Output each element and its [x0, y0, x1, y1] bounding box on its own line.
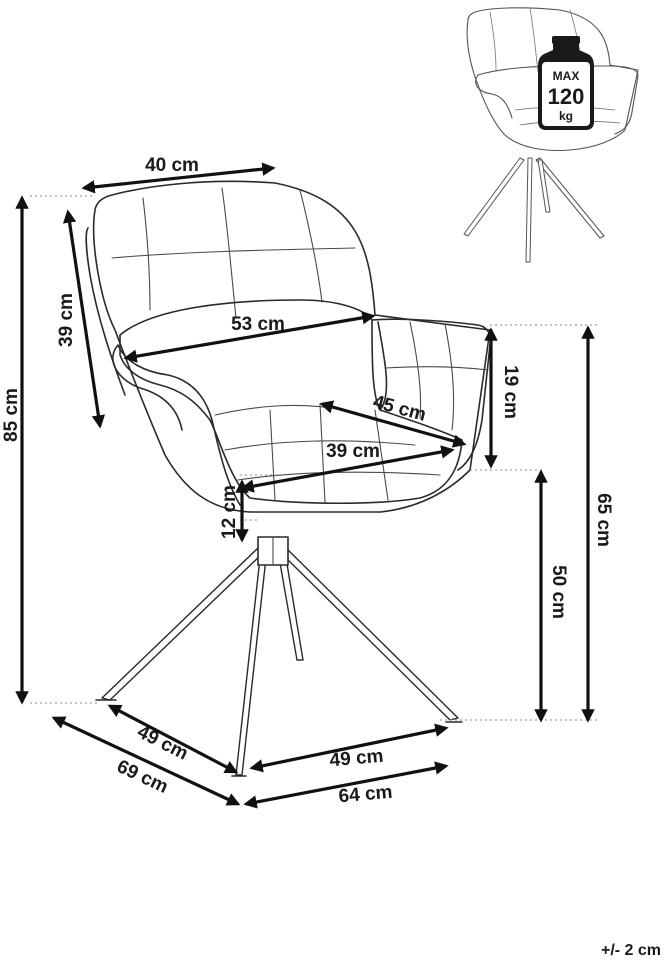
dim-seat-thickness: 12 cm	[219, 485, 240, 539]
dim-line-base-width	[249, 723, 449, 773]
badge-capacity: 120	[548, 84, 585, 109]
dim-line-seat-width	[240, 445, 455, 493]
dim-backrest-height: 39 cm	[56, 293, 77, 347]
dim-line-seat-depth	[319, 400, 467, 448]
dim-total-height: 85 cm	[1, 388, 22, 442]
dim-line-total-width	[243, 761, 449, 809]
backrest-outline	[92, 180, 491, 513]
dim-base-width: 49 cm	[329, 746, 385, 772]
dim-arm-height-total: 65 cm	[593, 493, 614, 547]
max-load-badge: MAX 120 kg	[538, 36, 594, 130]
dim-total-width: 64 cm	[338, 782, 394, 808]
thumbnail-chair	[463, 7, 639, 263]
dim-backrest-width: 40 cm	[145, 155, 199, 176]
left-armrest	[112, 344, 241, 506]
dim-line-backrest-width	[81, 162, 276, 194]
dim-inner-width: 53 cm	[231, 314, 285, 335]
dim-seat-height: 50 cm	[548, 565, 569, 619]
badge-unit: kg	[559, 109, 573, 123]
dim-total-depth: 69 cm	[113, 756, 171, 798]
dim-seat-width: 39 cm	[326, 441, 380, 462]
seat-cushion	[119, 299, 463, 505]
dimension-annotations: 40 cm 39 cm 85 cm 53 cm 19 cm 45 cm 39 c…	[1, 155, 614, 809]
dim-line-backrest-height	[62, 209, 106, 429]
dim-line-total-depth	[51, 716, 241, 806]
dim-line-inner-width	[123, 311, 376, 363]
tolerance-note: +/- 2 cm	[600, 942, 661, 959]
badge-max: MAX	[553, 69, 580, 83]
dim-armrest-height: 19 cm	[500, 365, 521, 419]
